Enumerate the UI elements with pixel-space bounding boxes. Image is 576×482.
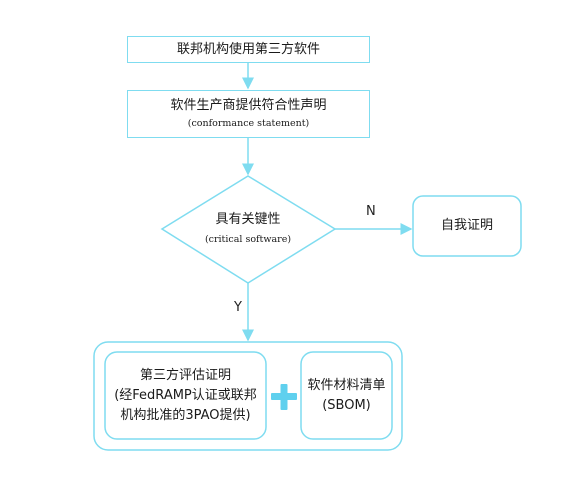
self-box-shape <box>412 195 522 257</box>
conformance-node-label: 软件生产商提供符合性声明 <box>170 98 327 113</box>
decision-node-label: 具有关键性 <box>215 212 281 227</box>
sbom-box-shape <box>300 351 393 440</box>
edge-label-yes: Y <box>234 300 242 315</box>
decision-node-sublabel: (critical software) <box>204 234 292 245</box>
edge-label-no: N <box>366 204 376 219</box>
start-node-label: 联邦机构使用第三方软件 <box>176 41 320 57</box>
third-party-node: 第三方评估证明 (经FedRAMP认证或联邦 机构批准的3PAO提供) <box>105 352 266 439</box>
sbom-node: 软件材料清单 (SBOM) <box>301 352 392 439</box>
start-node: 联邦机构使用第三方软件 <box>127 36 370 63</box>
sbom-node-label: 软件材料清单 (SBOM) <box>307 377 386 413</box>
plus-icon <box>271 384 297 410</box>
self-node-label: 自我证明 <box>440 218 493 233</box>
self-node: 自我证明 <box>413 196 521 256</box>
conformance-node-sublabel: (conformance statement) <box>187 118 310 129</box>
third-party-node-label: 第三方评估证明 (经FedRAMP认证或联邦 机构批准的3PAO提供) <box>114 367 257 423</box>
third-party-box-shape <box>104 351 267 440</box>
conformance-node: 软件生产商提供符合性声明 (conformance statement) <box>127 90 370 138</box>
decision-node: 具有关键性 (critical software) <box>182 205 314 253</box>
